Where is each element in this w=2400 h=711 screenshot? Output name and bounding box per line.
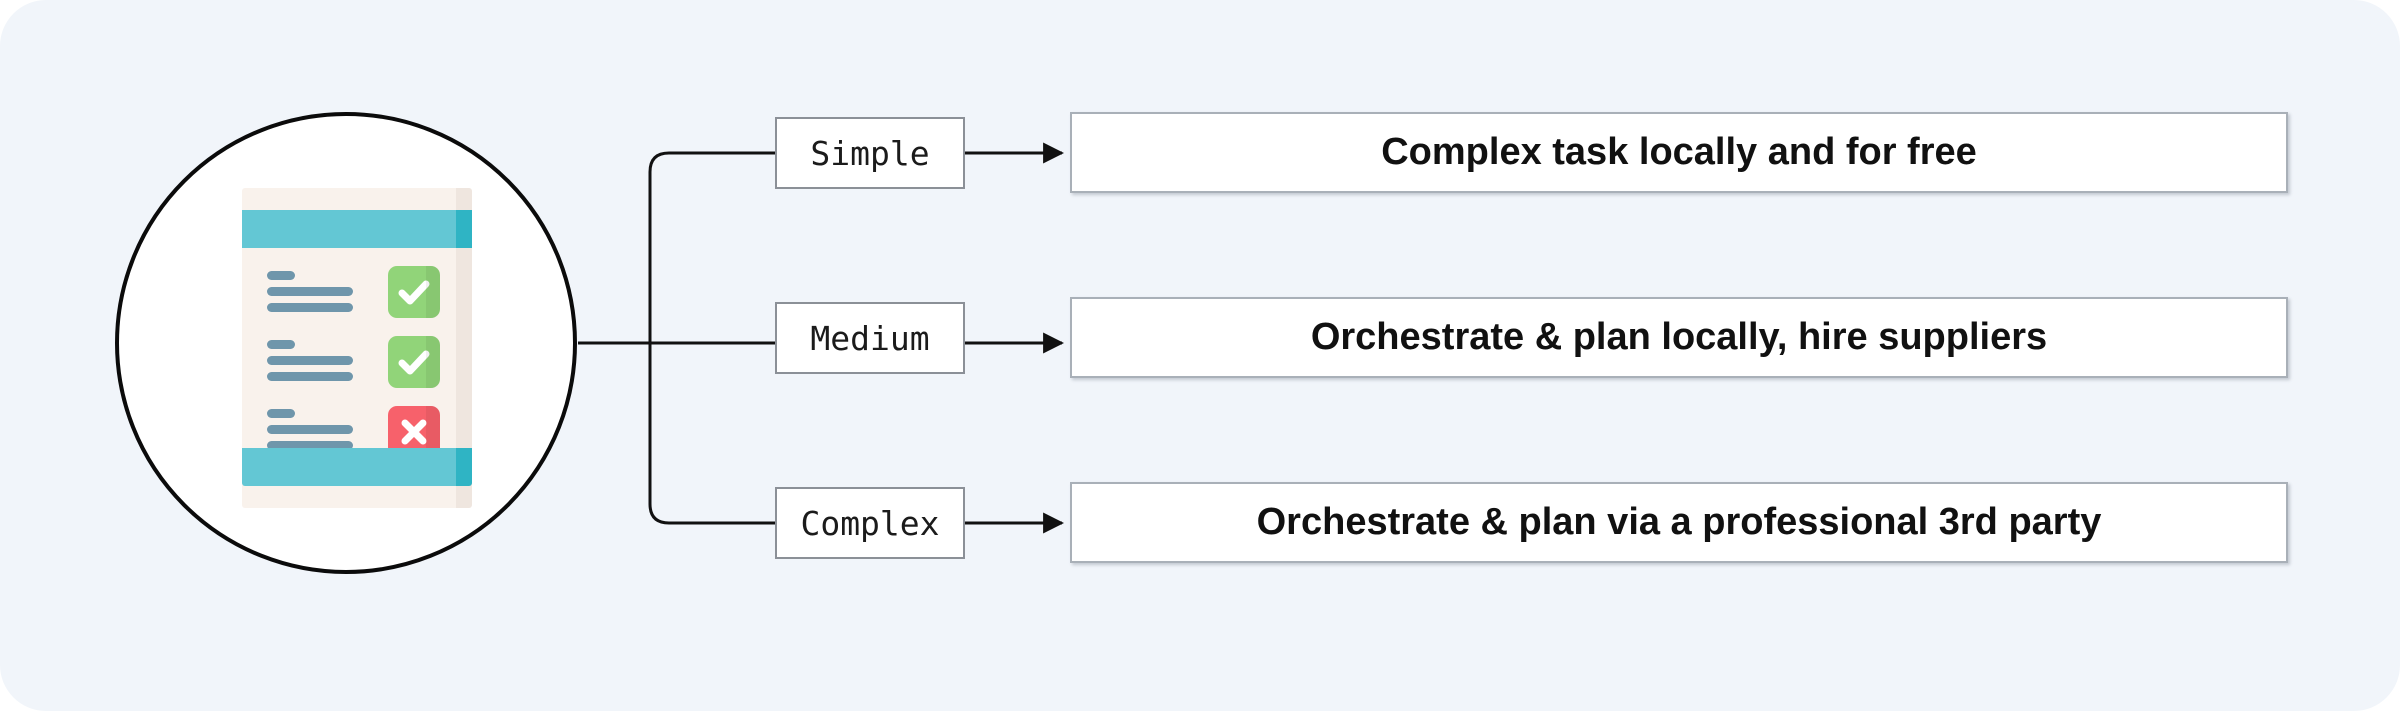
level-label: Medium [810, 318, 930, 358]
level-box-complex[interactable]: Complex [775, 487, 965, 559]
level-label: Complex [800, 503, 940, 543]
mark-shading [426, 266, 440, 318]
wire-branch-complex [648, 341, 777, 525]
outcome-box-complex[interactable]: Orchestrate & plan via a professional 3r… [1070, 482, 2288, 563]
level-box-medium[interactable]: Medium [775, 302, 965, 374]
check-icon [388, 336, 440, 388]
document-header-bar [242, 210, 460, 248]
text-line [267, 409, 295, 418]
text-line [267, 340, 295, 349]
document-spine [456, 188, 472, 508]
checklist-icon [242, 188, 472, 508]
text-line [267, 372, 353, 381]
checklist-badge [115, 112, 577, 574]
mark-shading [426, 406, 440, 458]
level-box-simple[interactable]: Simple [775, 117, 965, 189]
outcome-box-medium[interactable]: Orchestrate & plan locally, hire supplie… [1070, 297, 2288, 378]
outcome-label: Orchestrate & plan locally, hire supplie… [1310, 316, 2048, 358]
text-line [267, 303, 353, 312]
outcome-label: Orchestrate & plan via a professional 3r… [1256, 501, 2102, 543]
document-footer-bar [242, 448, 460, 486]
document-footer-bar-spine [456, 448, 472, 486]
text-line [267, 287, 353, 296]
text-line [267, 425, 353, 434]
outcome-box-simple[interactable]: Complex task locally and for free [1070, 112, 2288, 193]
outcome-label: Complex task locally and for free [1381, 131, 1977, 173]
document-header-bar-spine [456, 210, 472, 248]
mark-shading [426, 336, 440, 388]
level-label: Simple [810, 133, 930, 173]
text-line [267, 356, 353, 365]
text-line [267, 271, 295, 280]
wire-branch-simple [648, 151, 777, 345]
text-line [267, 441, 353, 450]
check-icon [388, 266, 440, 318]
